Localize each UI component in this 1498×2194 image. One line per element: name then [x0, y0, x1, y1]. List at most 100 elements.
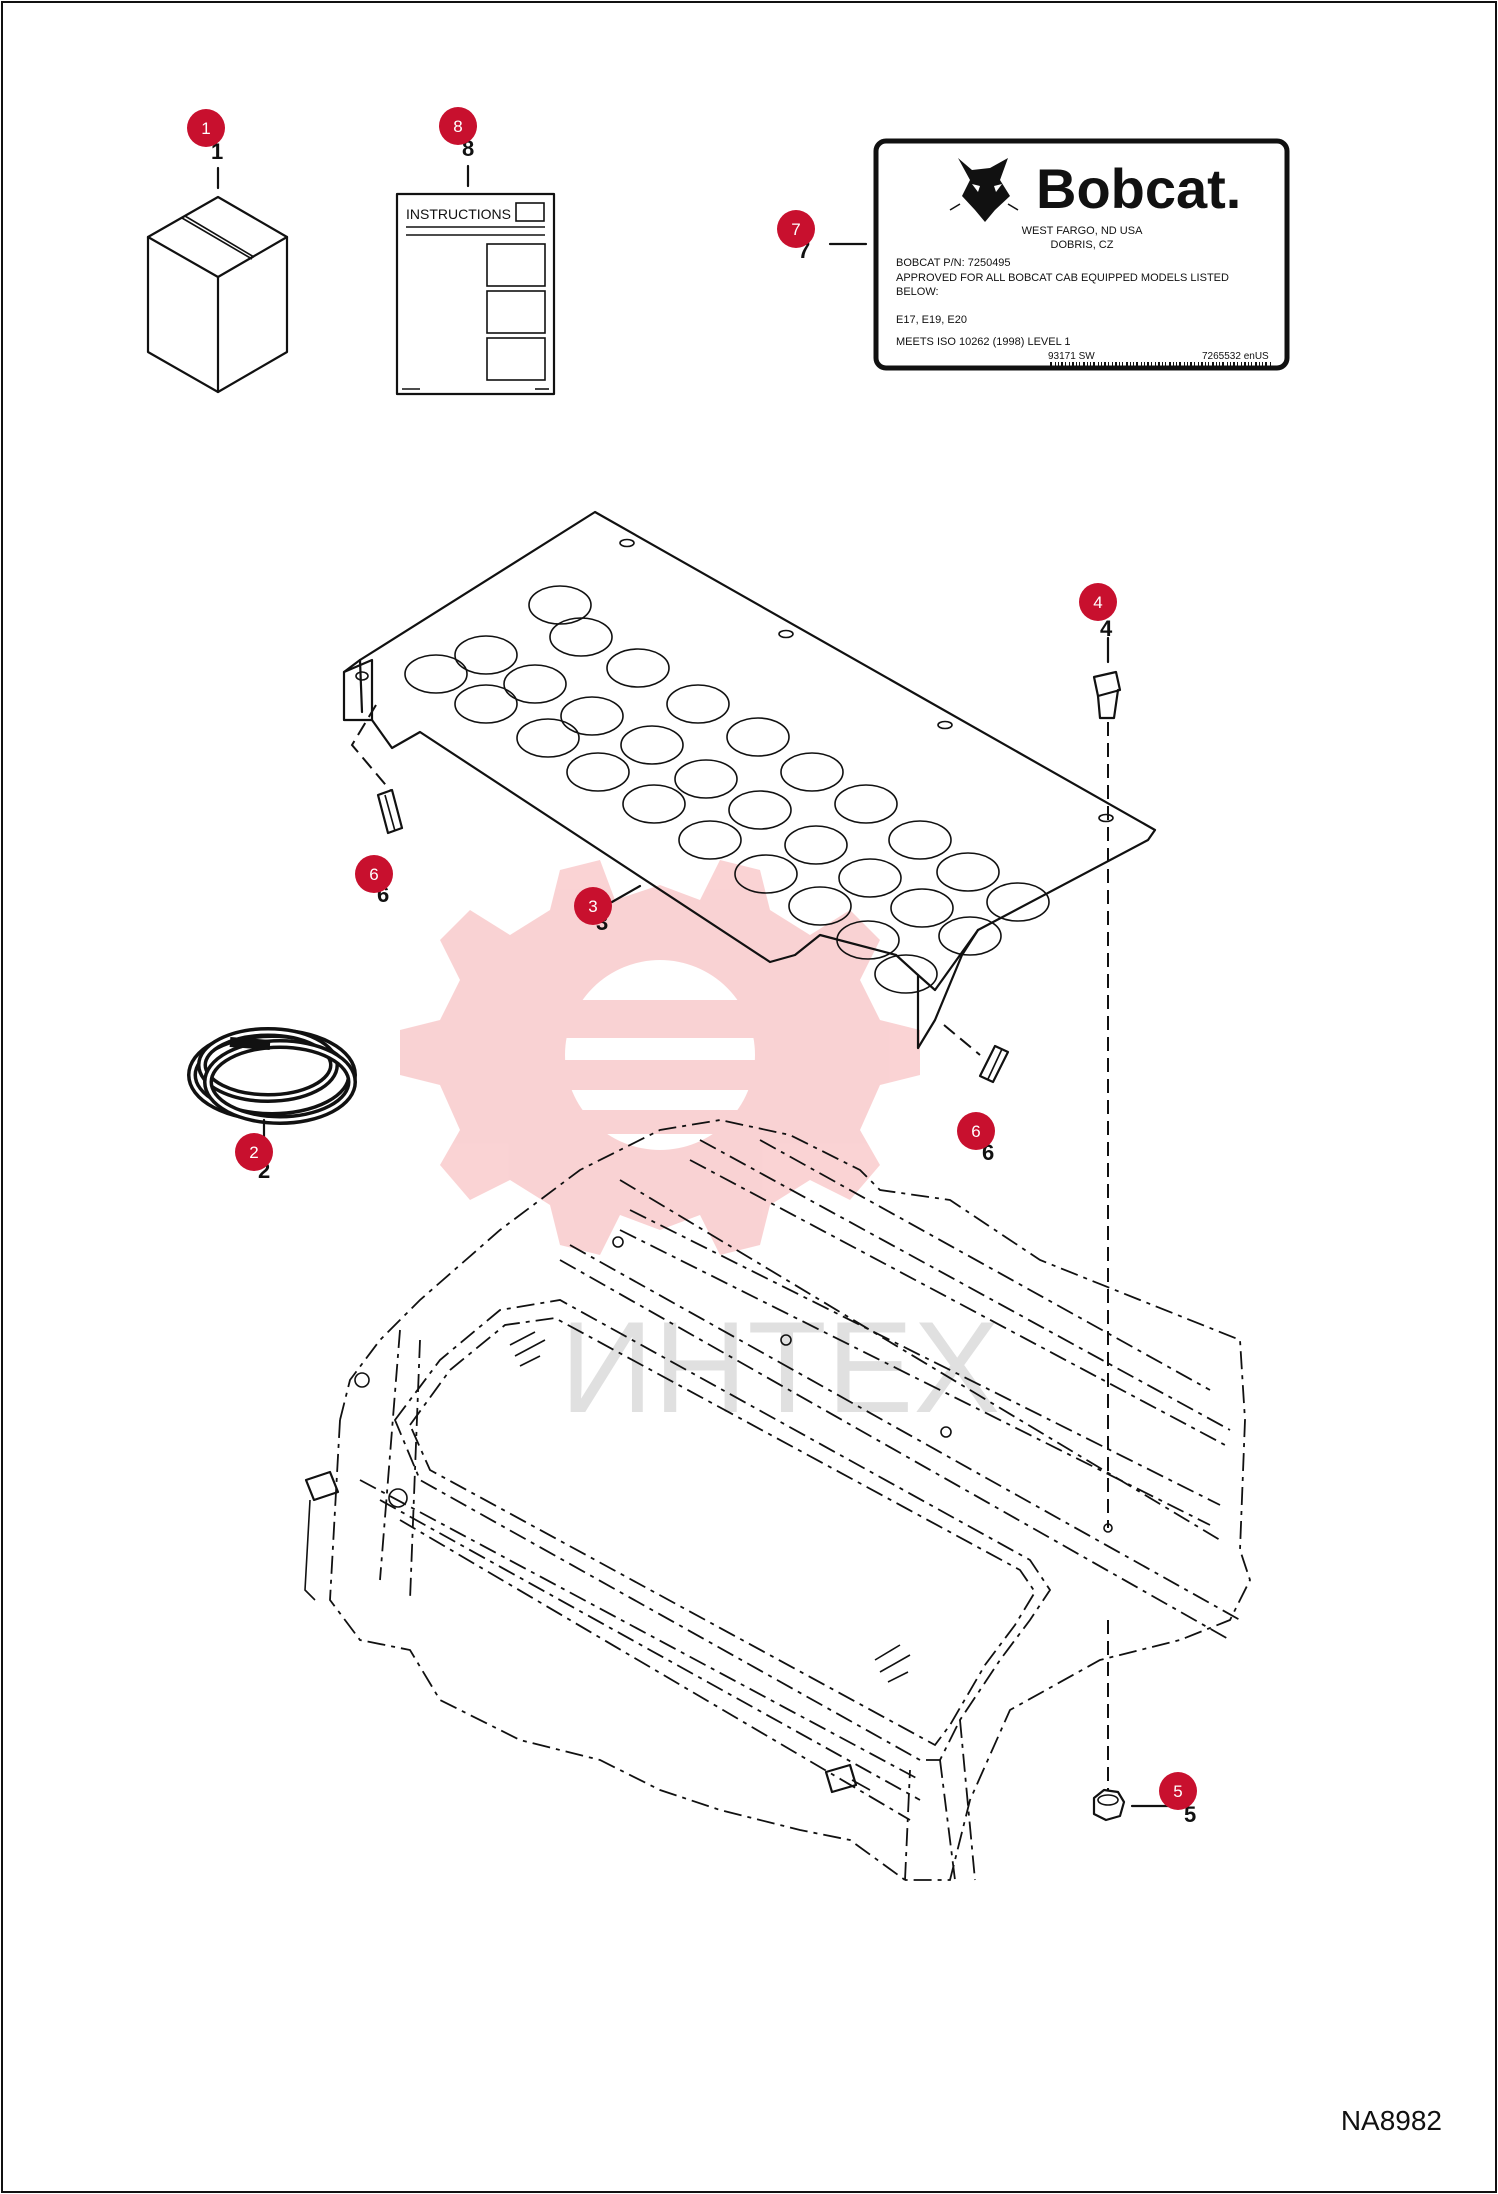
barcode-bar [1262, 362, 1263, 366]
guard-hole [836, 920, 900, 960]
watermark-logo [400, 860, 920, 1255]
barcode-bar [1076, 362, 1077, 366]
barcode-bar [1270, 362, 1271, 366]
guard-hole [516, 718, 580, 758]
barcode-bar [1112, 362, 1113, 366]
barcode-bar [1136, 362, 1138, 366]
cab-outline [304, 1119, 1251, 1881]
barcode-bar [1130, 362, 1131, 366]
barcode-bar [1069, 362, 1070, 366]
guard-hole [728, 790, 792, 830]
barcode-bar [1115, 362, 1117, 366]
barcode-bar [1119, 362, 1120, 366]
decal-code-left: 93171 SW [1048, 351, 1095, 362]
barcode-bar [1133, 362, 1134, 366]
leader-6a [350, 704, 391, 791]
guard-hole [784, 825, 848, 865]
barcode-bar [1259, 362, 1260, 366]
callout-1: 1 1 [187, 109, 225, 164]
barcode-bar [1201, 362, 1203, 366]
guard-hole [454, 635, 518, 675]
guard-hole [726, 717, 790, 757]
barcode-bar [1090, 362, 1091, 366]
barcode-bar [1216, 362, 1217, 366]
svg-text:1: 1 [201, 119, 210, 138]
barcode-bar [1187, 362, 1188, 366]
barcode-bar [1190, 362, 1192, 366]
barcode-bar [1179, 362, 1181, 366]
svg-text:8: 8 [453, 117, 462, 136]
guard-hole [620, 725, 684, 765]
barcode-bar [1198, 362, 1199, 366]
svg-text:2: 2 [249, 1143, 258, 1162]
barcode-bar [1055, 362, 1056, 366]
item-box [146, 166, 289, 394]
svg-text:4: 4 [1093, 593, 1102, 612]
callout-8: 8 8 [439, 107, 477, 161]
barcode-bar [1058, 362, 1059, 366]
barcode-bar [1083, 362, 1085, 366]
barcode-bar [1162, 362, 1163, 366]
guard-hole [890, 888, 954, 928]
guard-hole [780, 752, 844, 792]
guard-hole [560, 696, 624, 736]
barcode-bar [1241, 362, 1242, 366]
guard-hole [888, 820, 952, 860]
barcode-bar [1244, 362, 1246, 366]
barcode-bar [1205, 362, 1206, 366]
barcode-bar [1155, 362, 1156, 366]
barcode-bar [1169, 362, 1171, 366]
guard-hole [549, 617, 613, 657]
guard-hole [566, 752, 630, 792]
guard-hole [834, 784, 898, 824]
svg-text:5: 5 [1184, 1802, 1196, 1827]
item-top-guard [342, 510, 1157, 1050]
barcode-bar [1151, 362, 1152, 366]
barcode-bar [1098, 362, 1099, 366]
item-instructions-sheet: INSTRUCTIONS [395, 164, 556, 396]
barcode-bar [1079, 362, 1080, 366]
barcode-bar [1158, 362, 1160, 366]
barcode-bar [1219, 362, 1220, 366]
barcode-bar [1233, 362, 1235, 366]
decal-code-right: 7265532 enUS [1202, 351, 1269, 362]
barcode-bar [1165, 362, 1166, 366]
barcode-bar [1255, 362, 1257, 366]
barcode-bar [1093, 362, 1095, 366]
callout-4: 4 4 [1079, 583, 1117, 641]
leader-6b [943, 1024, 981, 1056]
svg-text:6: 6 [971, 1122, 980, 1141]
barcode-bar [1184, 362, 1185, 366]
item-nut [1092, 1788, 1174, 1822]
decal-approved-2: BELOW: [896, 286, 939, 298]
callout-3: 3 3 [574, 887, 612, 935]
drawing-code: NA8982 [1341, 2105, 1442, 2136]
barcode-bar [1194, 362, 1195, 366]
guard-hole [606, 648, 670, 688]
item-edge-trim-a [376, 788, 404, 835]
barcode-bar [1147, 362, 1149, 366]
barcode-bar [1126, 362, 1128, 366]
guard-hole [404, 654, 468, 694]
decal-models: E17, E19, E20 [896, 314, 967, 326]
instructions-title: INSTRUCTIONS [406, 206, 511, 222]
svg-text:4: 4 [1100, 616, 1113, 641]
leader-3 [610, 884, 642, 904]
guard-hole [788, 886, 852, 926]
barcode-bar [1173, 362, 1174, 366]
decal-brand: Bobcat. [1036, 157, 1241, 220]
guard-hole [528, 585, 592, 625]
svg-text:6: 6 [369, 865, 378, 884]
callout-5: 5 5 [1159, 1772, 1197, 1827]
svg-text:1: 1 [211, 139, 223, 164]
svg-text:3: 3 [588, 897, 597, 916]
guard-hole [454, 684, 518, 724]
guard-hole [986, 882, 1050, 922]
guard-hole [666, 684, 730, 724]
barcode-bar [1208, 362, 1209, 366]
guard-hole [838, 858, 902, 898]
callout-6a: 6 6 [355, 855, 393, 907]
guard-hole [503, 664, 567, 704]
